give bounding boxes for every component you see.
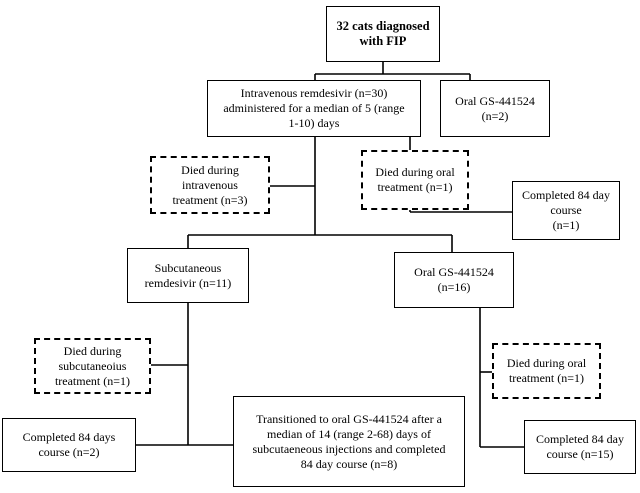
box-iv-remdesivir: Intravenous remdesivir (n=30) administer… [207, 80, 421, 137]
box-transitioned: Transitioned to oral GS-441524 after a m… [233, 396, 465, 487]
box-oral-gs-top: Oral GS-441524 (n=2) [440, 80, 550, 137]
box-root: 32 cats diagnosed with FIP [326, 6, 440, 62]
box-completed-sc: Completed 84 days course (n=2) [2, 418, 136, 472]
box-died-iv: Died during intravenous treatment (n=3) [150, 156, 270, 214]
box-died-oral-mid: Died during oral treatment (n=1) [492, 343, 601, 399]
box-completed-84-top: Completed 84 day course (n=1) [512, 181, 620, 240]
box-completed-oral: Completed 84 day course (n=15) [524, 420, 636, 474]
box-died-oral-top: Died during oral treatment (n=1) [361, 150, 469, 210]
box-died-sc: Died during subcutaneoius treatment (n=1… [34, 338, 151, 394]
box-oral-gs-mid: Oral GS-441524 (n=16) [394, 252, 514, 308]
box-sc-remdesivir: Subcutaneous remdesivir (n=11) [127, 248, 249, 303]
